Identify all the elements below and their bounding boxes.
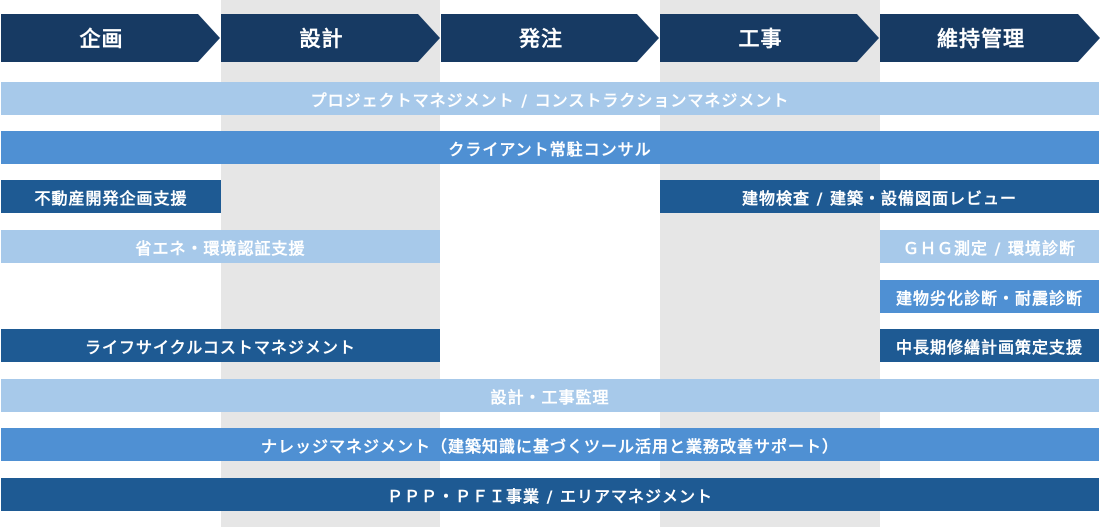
service-ghg: ＧＨＧ測定 / 環境診断: [880, 230, 1099, 263]
service-ppp-pfi: ＰＰＰ・ＰＦＩ事業 / エリアマネジメント: [1, 478, 1099, 511]
service-longterm-repair: 中長期修繕計画策定支援: [880, 329, 1099, 362]
phase-planning: 企画: [1, 14, 220, 62]
service-real-estate-planning: 不動産開発企画支援: [1, 180, 221, 213]
phase-maintenance: 維持管理: [880, 14, 1100, 62]
service-building-inspection: 建物検査 / 建築・設備図面レビュー: [660, 180, 1099, 213]
service-knowledge: ナレッジマネジメント（建築知識に基づくツール活用と業務改善サポート）: [1, 428, 1099, 461]
service-supervision: 設計・工事監理: [1, 379, 1099, 412]
service-deterioration: 建物劣化診断・耐震診断: [880, 280, 1099, 313]
service-energy-certification: 省エネ・環境認証支援: [1, 230, 440, 263]
service-pm-cm: プロジェクトマネジメント / コンストラクションマネジメント: [1, 82, 1099, 115]
phase-ordering: 発注: [441, 14, 659, 62]
phase-design: 設計: [221, 14, 440, 62]
phase-construction: 工事: [660, 14, 879, 62]
service-lifecycle-cost: ライフサイクルコストマネジメント: [1, 329, 440, 362]
service-client-consul: クライアント常駐コンサル: [1, 131, 1099, 164]
